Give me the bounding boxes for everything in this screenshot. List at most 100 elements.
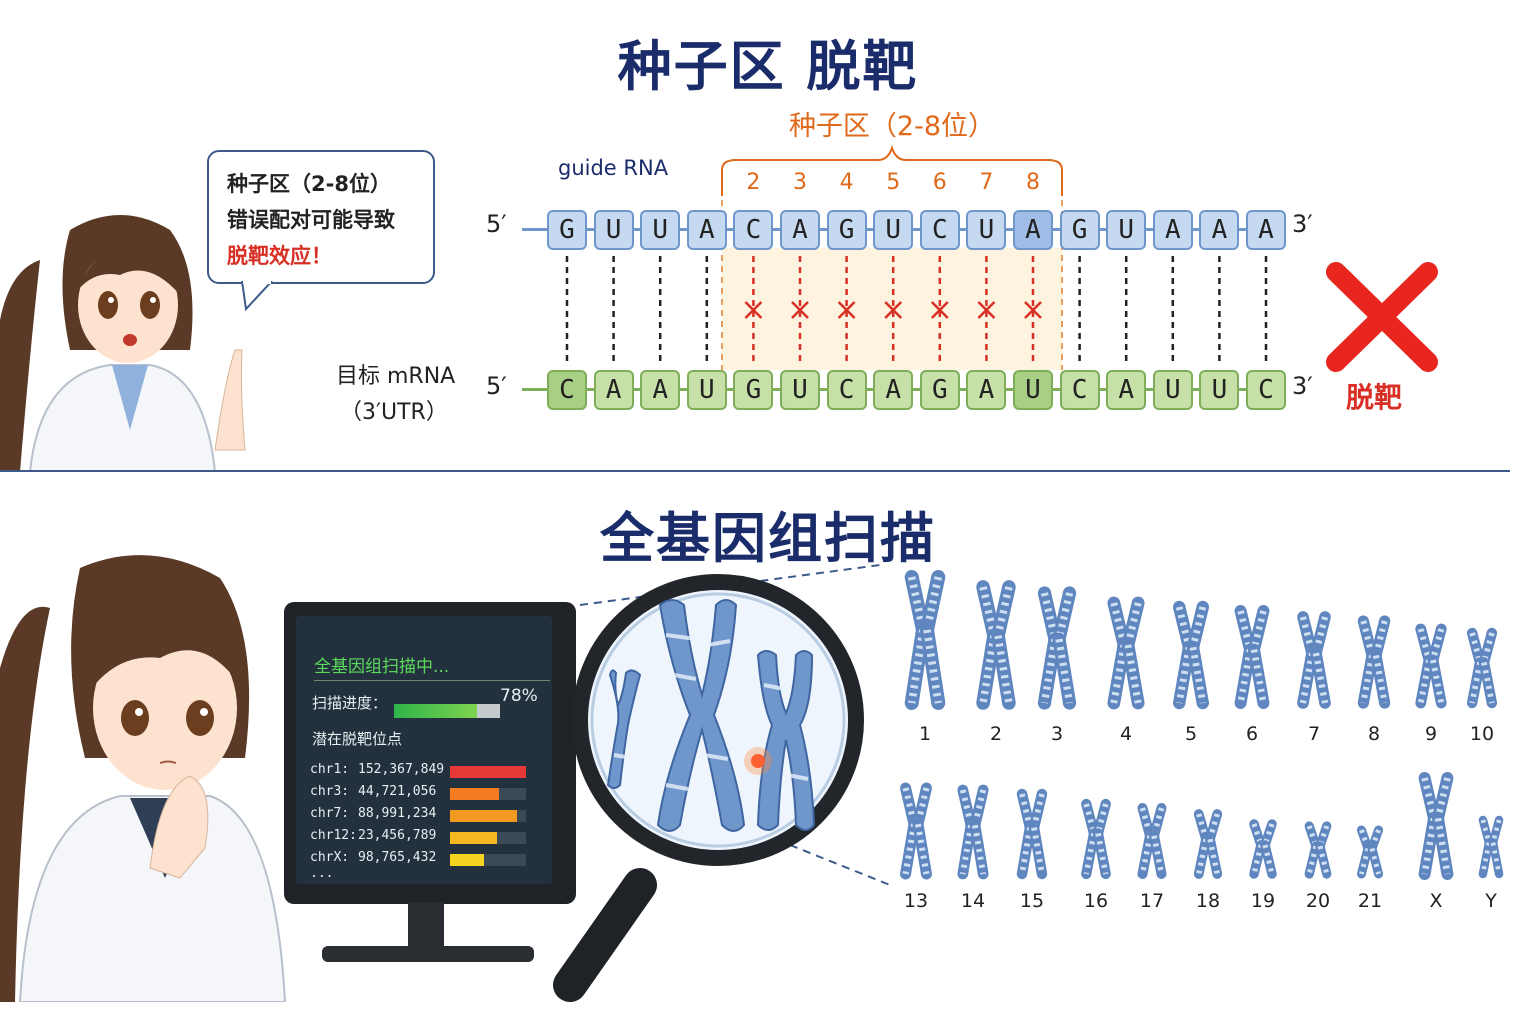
seed-position-number: 4 <box>839 170 854 195</box>
site-chr: chr12: <box>310 828 357 843</box>
target-nucleotide: U <box>1152 370 1193 410</box>
speech-bubble-tail <box>241 281 273 312</box>
chromosome-label: 2 <box>989 723 1003 745</box>
scan-progress-value: 78% <box>500 686 538 706</box>
chromosome-label: 10 <box>1469 723 1495 745</box>
seed-position-number: 3 <box>793 170 807 195</box>
chromosome-X <box>1418 772 1454 880</box>
target-nucleotide: G <box>733 370 774 410</box>
seed-position-number: 2 <box>746 170 761 195</box>
guide-nucleotide: A <box>1152 210 1193 250</box>
guide-nucleotide: U <box>593 210 634 250</box>
site-chr: chrX: <box>310 850 350 865</box>
chromosome-label: Y <box>1485 890 1497 912</box>
site-score-bar <box>450 788 500 800</box>
chromosome-19 <box>1249 819 1277 879</box>
off-target-label: 脱靶 <box>1346 381 1403 414</box>
chromosome-2 <box>976 580 1016 710</box>
chromosome-label: 16 <box>1083 890 1109 912</box>
guide-nucleotide: C <box>733 210 774 250</box>
site-position: 44,721,056 <box>358 784 437 799</box>
chromosome-label: 13 <box>903 890 929 912</box>
bubble-line-3: 脱靶效应！ <box>227 244 332 268</box>
site-position: 98,765,432 <box>358 850 437 865</box>
seed-position-number: 7 <box>979 170 994 195</box>
chromosome-label: X <box>1429 890 1443 912</box>
chromosome-label: 4 <box>1119 723 1133 745</box>
site-list-more: ... <box>310 866 334 881</box>
site-position: 23,456,789 <box>358 828 437 843</box>
target-nucleotide: A <box>593 370 634 410</box>
mismatch-x-icon <box>884 301 903 319</box>
scan-progress-label: 扫描进度： <box>312 694 388 712</box>
scientist-pointing-illustration <box>0 215 246 472</box>
chromosome-10 <box>1466 627 1498 709</box>
site-position: 152,367,849 <box>358 762 445 777</box>
seed-region-label: 种子区（2-8位） <box>788 111 996 142</box>
target-nucleotide: A <box>873 370 914 410</box>
chromosome-13 <box>900 782 932 880</box>
bubble-line-2: 错误配对可能导致 <box>227 208 395 232</box>
guide-nucleotide: U <box>640 210 681 250</box>
target-nucleotide: C <box>1246 370 1286 410</box>
chromosome-label: 5 <box>1184 723 1198 745</box>
target-nucleotide: C <box>1059 370 1100 410</box>
cross-icon <box>1326 262 1438 372</box>
guide-nucleotide: U <box>873 210 914 250</box>
chromosome-21 <box>1356 825 1384 879</box>
chromosome-9 <box>1415 623 1447 709</box>
site-score-bar <box>450 832 498 844</box>
chromosome-5 <box>1173 600 1209 710</box>
mismatch-x-icon <box>930 301 949 319</box>
target-nucleotide: U <box>780 370 820 410</box>
target-nucleotide: U <box>1199 370 1240 410</box>
chromosome-label: 18 <box>1195 890 1221 912</box>
chromosome-6 <box>1234 605 1270 709</box>
site-score-bar <box>450 766 526 778</box>
chromosome-1 <box>904 570 946 710</box>
guide-nucleotide: A <box>780 210 820 250</box>
guide-nucleotide: A <box>1246 210 1286 250</box>
mismatch-x-icon <box>791 301 809 319</box>
chromosome-label: 14 <box>960 890 986 912</box>
base-pair-lines <box>565 256 1268 366</box>
chromosome-16 <box>1081 798 1111 880</box>
mismatch-x-icon <box>977 301 996 319</box>
target-nucleotide: A <box>1106 370 1147 410</box>
guide-nucleotide: A <box>1013 210 1053 250</box>
bottom-title: 全基因组扫描 <box>600 507 936 570</box>
chromosome-label: 3 <box>1050 723 1064 745</box>
guide-nucleotide: G <box>1059 210 1100 250</box>
guide-nucleotide: U <box>966 210 1007 250</box>
magnifier-illustration <box>553 564 891 1002</box>
site-chr: chr3: <box>310 784 350 799</box>
mismatch-x-icon <box>837 301 856 319</box>
scan-divider <box>314 680 550 681</box>
scan-title: 全基因组扫描中... <box>314 657 450 677</box>
site-position: 88,991,234 <box>358 806 437 821</box>
chromosome-label: 19 <box>1250 890 1276 912</box>
chromosome-label: 17 <box>1139 890 1165 912</box>
chromosome-label: 9 <box>1424 723 1438 745</box>
guide-nucleotide: A <box>686 210 727 250</box>
chromosome-8 <box>1357 615 1391 709</box>
potential-sites-label: 潜在脱靶位点 <box>312 730 403 748</box>
guide-rna-label: guide RNA <box>558 156 669 180</box>
guide-3-prime: 3′ <box>1292 210 1313 238</box>
chromosome-20 <box>1304 821 1332 879</box>
scan-panel: 全基因组扫描中... 扫描进度： 78% 潜在脱靶位点 chr1: 152,367… <box>296 616 552 884</box>
chromosome-label: 21 <box>1357 890 1383 912</box>
scan-progress-fill <box>394 704 477 718</box>
section-divider <box>0 470 1510 472</box>
target-3-prime: 3′ <box>1292 372 1313 400</box>
target-mrna-label: 目标 mRNA <box>336 364 456 389</box>
site-score-bar <box>450 810 517 822</box>
mismatch-x-icon <box>744 301 763 319</box>
chromosome-14 <box>957 784 989 880</box>
target-nucleotide: A <box>640 370 681 410</box>
site-chr: chr1: <box>310 762 350 777</box>
chromosome-17 <box>1137 803 1167 879</box>
speech-bubble: 种子区（2-8位） 错误配对可能导致 脱靶效应！ <box>207 150 435 284</box>
chromosome-15 <box>1016 788 1048 880</box>
seed-position-number: 8 <box>1026 170 1040 195</box>
